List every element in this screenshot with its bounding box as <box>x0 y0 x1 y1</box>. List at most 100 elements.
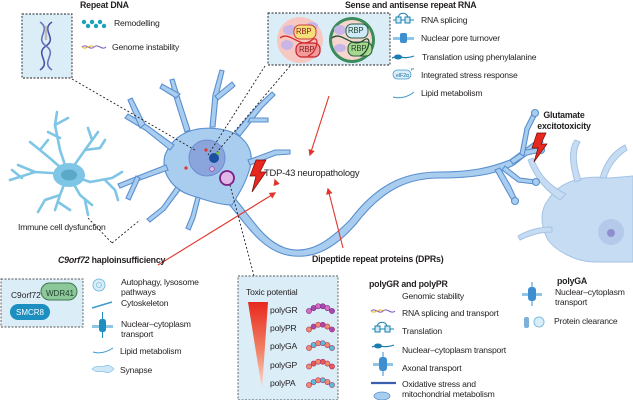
tdp43-bolt-icon <box>249 159 267 193</box>
toxic-potential-label: Toxic potential <box>246 287 298 297</box>
repeat-rna-title: Sense and antisense repeat RNA <box>345 0 477 10</box>
lipid-metabolism-label: Lipid metabolism <box>421 88 483 98</box>
rbp-label: RBP <box>296 27 312 36</box>
toxic-potential-gradient <box>248 302 268 390</box>
rna-foci-dot <box>204 148 208 152</box>
sense-rna-foci <box>277 17 323 63</box>
rna-splicing-icon <box>393 12 414 24</box>
antisense-rna-foci <box>329 17 375 63</box>
polygp-bead <box>329 363 335 370</box>
rna-splicing-icon <box>372 321 394 333</box>
polypr-bead <box>329 326 335 333</box>
nuclear-pore-turnover-label: Nuclear pore turnover <box>421 33 500 43</box>
dpr-title: Dipeptide repeat proteins (DPRs) <box>312 254 444 264</box>
autophagy-line1: Autophagy, lysosome <box>121 277 199 287</box>
polygr-label: polyGR <box>270 305 298 315</box>
dpr-inclusion <box>219 170 235 186</box>
smcr8-protein <box>10 304 50 320</box>
glutamate-bolt-icon <box>531 132 548 163</box>
ribosome-translation-icon <box>371 343 395 349</box>
motor-neuron <box>117 69 546 257</box>
polygp-label: polyGP <box>270 360 297 370</box>
chromatin-icon <box>81 19 107 29</box>
immune-cell-dysfunction-label: Immune cell dysfunction <box>18 222 106 232</box>
synapse-label: Synapse <box>120 365 153 375</box>
dpr-bead-chains <box>306 303 335 388</box>
cytoskeleton-label: Cytoskeleton <box>121 298 169 308</box>
nuclear-pore-icon <box>522 282 542 306</box>
proteasome-icon <box>524 316 545 328</box>
nct-line2: transport <box>121 329 154 339</box>
polyga-bead <box>324 342 331 348</box>
lipid-icon <box>92 347 114 354</box>
lipid-icon <box>392 91 415 99</box>
polypr-bead <box>324 323 331 330</box>
polypa-bead <box>324 379 331 385</box>
haplo-lipid-label: Lipid metabolism <box>120 346 182 356</box>
dna-strand-icon <box>370 309 396 313</box>
repeat-dna-title: Repeat DNA <box>80 0 129 10</box>
polygr-bead <box>324 305 331 311</box>
haploinsufficiency-title: C9orf72 haploinsufficiency <box>58 255 165 265</box>
polyga-label: polyGA <box>270 341 297 351</box>
synapse-icon <box>91 364 115 374</box>
polyga-bead <box>306 345 312 351</box>
axonal-transport-label: Axonal transport <box>402 363 462 373</box>
cytoskeleton-icon <box>91 301 113 309</box>
genomic-stability-label: Genomic stability <box>402 291 465 301</box>
integrated-stress-response-label: Integrated stress response <box>421 70 518 80</box>
lysosome-icon <box>92 278 106 292</box>
wdr41-protein <box>40 282 78 301</box>
rna-foci-dot <box>216 151 220 155</box>
haploinsufficiency-text: haploinsufficiency <box>89 255 166 265</box>
polypr-bead <box>306 326 312 333</box>
glutamate-line2: excitotoxicity <box>537 121 591 131</box>
polygp-bead <box>324 360 331 367</box>
postsynaptic-neuron <box>517 139 633 263</box>
translation-label: Translation <box>402 326 442 336</box>
rna-splicing-transport-label: RNA splicing and transport <box>402 308 499 318</box>
eif2a-icon: eIF2α P <box>392 67 414 80</box>
wdr41-label: WDR41 <box>46 289 75 298</box>
polyga-nct-line2: transport <box>555 297 588 307</box>
polygp-bead <box>306 363 312 370</box>
polygr-polypr-title: polyGR and polyPR <box>369 279 448 289</box>
oxidative-line2: mitochondrial metabolism <box>402 389 495 399</box>
polygr-bead <box>306 308 312 314</box>
c9orf72-gene-name: C9orf72 <box>58 255 90 265</box>
polypa-bead <box>329 382 335 388</box>
tdp43-label: TDP-43 neuropathology <box>264 167 360 178</box>
autophagy-line2: pathways <box>121 287 156 297</box>
genome-instability-label: Genome instability <box>112 42 180 52</box>
polygr-bead <box>329 308 335 314</box>
protein-clearance-label: Protein clearance <box>554 316 618 326</box>
immune-cell-nucleus <box>61 169 77 181</box>
polyga-nct-line1: Nuclear–cytoplasm <box>555 287 625 297</box>
dna-helix-icon <box>39 21 53 71</box>
ribosome-translation-icon <box>391 54 415 60</box>
glutamate-line1: Glutamate <box>543 110 585 120</box>
polyga-title: polyGA <box>557 276 588 286</box>
rna-splicing-label: RNA splicing <box>421 15 468 25</box>
c9orf72-protein-label: C9orf72 <box>11 290 41 300</box>
rbp-label: RBP <box>299 45 315 54</box>
rbp-label: RBP <box>348 26 364 35</box>
rbp-label: RBP <box>351 44 367 53</box>
nuclear-pore-icon <box>393 33 414 43</box>
dpr-inclusion-small <box>209 166 215 172</box>
svg-text:P: P <box>411 67 414 72</box>
oxidative-line1: Oxidative stress and <box>402 379 476 389</box>
translation-phenylalanine-label: Translation using phenylalanine <box>422 52 537 62</box>
smcr8-label: SMCR8 <box>16 308 45 317</box>
nct-line1: Nuclear–cytoplasm <box>121 319 191 329</box>
callout-lines <box>71 65 291 277</box>
remodelling-label: Remodelling <box>114 18 160 28</box>
nuclear-pore-icon <box>92 312 113 338</box>
dna-strand-icon <box>81 45 107 49</box>
rna-foci-dot <box>184 166 188 170</box>
dpr-nct-label: Nuclear–cytoplasm transport <box>402 345 506 355</box>
